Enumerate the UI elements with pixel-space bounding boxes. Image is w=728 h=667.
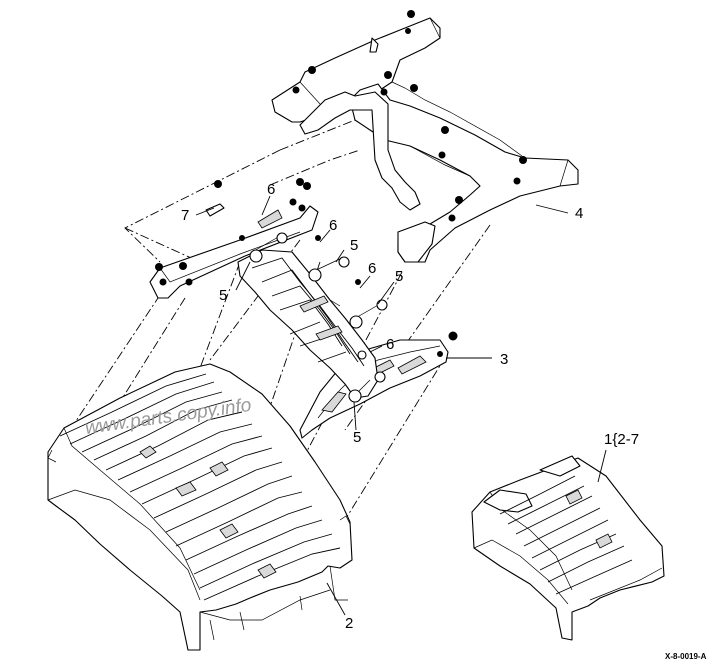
callout-4: 4: [575, 205, 583, 222]
screw-dot: [308, 66, 316, 74]
screw-dot: [437, 351, 443, 357]
screw-dot: [159, 278, 167, 286]
rollers-part-5: [249, 232, 388, 403]
screw-dot: [455, 196, 463, 204]
callout-5: 5: [395, 268, 403, 285]
screw-dot: [448, 331, 458, 341]
screw-dot: [239, 235, 245, 241]
screws: [155, 10, 527, 357]
screw-dot: [289, 198, 297, 206]
base-tray-part-2: [47, 363, 353, 651]
callout-6: 6: [329, 217, 337, 234]
callout-7: 7: [181, 207, 189, 224]
screw-dot: [513, 177, 521, 185]
screw-dot: [355, 279, 361, 285]
callout-1: 1{2-7: [604, 431, 639, 448]
callout-5: 5: [219, 287, 227, 304]
bracket-part-3: [299, 339, 449, 439]
screw-dot: [303, 182, 311, 190]
screw-dot: [448, 214, 456, 222]
screw-dot: [185, 278, 193, 286]
screw-dot: [410, 84, 418, 92]
screw-dot: [438, 151, 446, 159]
screw-dot: [292, 86, 300, 94]
callout-5: 5: [353, 429, 361, 446]
screw-dot: [315, 235, 321, 241]
callout-2: 2: [345, 615, 353, 632]
screw-dot: [405, 28, 411, 34]
screw-dot: [179, 262, 187, 270]
callout-6: 6: [267, 181, 275, 198]
screw-dot: [298, 204, 306, 212]
screw-dot: [519, 156, 527, 164]
screw-dot: [441, 126, 449, 134]
bracket-part-7: [149, 203, 319, 299]
callout-5: 5: [350, 237, 358, 254]
screw-dot: [407, 10, 415, 18]
callouts: 1{2-7 2 3 4 5 5 5 5 6 6 6 6 7: [181, 181, 639, 632]
callout-6: 6: [368, 260, 376, 277]
screw-dot: [296, 178, 304, 186]
figure-reference: X-8-0019-A: [665, 652, 707, 661]
leader-lines: [195, 195, 607, 616]
screw-dot: [380, 88, 388, 96]
assembled-unit-part-1: [471, 455, 665, 641]
screw-dot: [214, 180, 222, 188]
frame-part-4: [271, 17, 579, 263]
screw-dot: [155, 263, 163, 271]
callout-3: 3: [500, 351, 508, 368]
callout-6: 6: [386, 336, 394, 353]
screw-dot: [384, 71, 392, 79]
